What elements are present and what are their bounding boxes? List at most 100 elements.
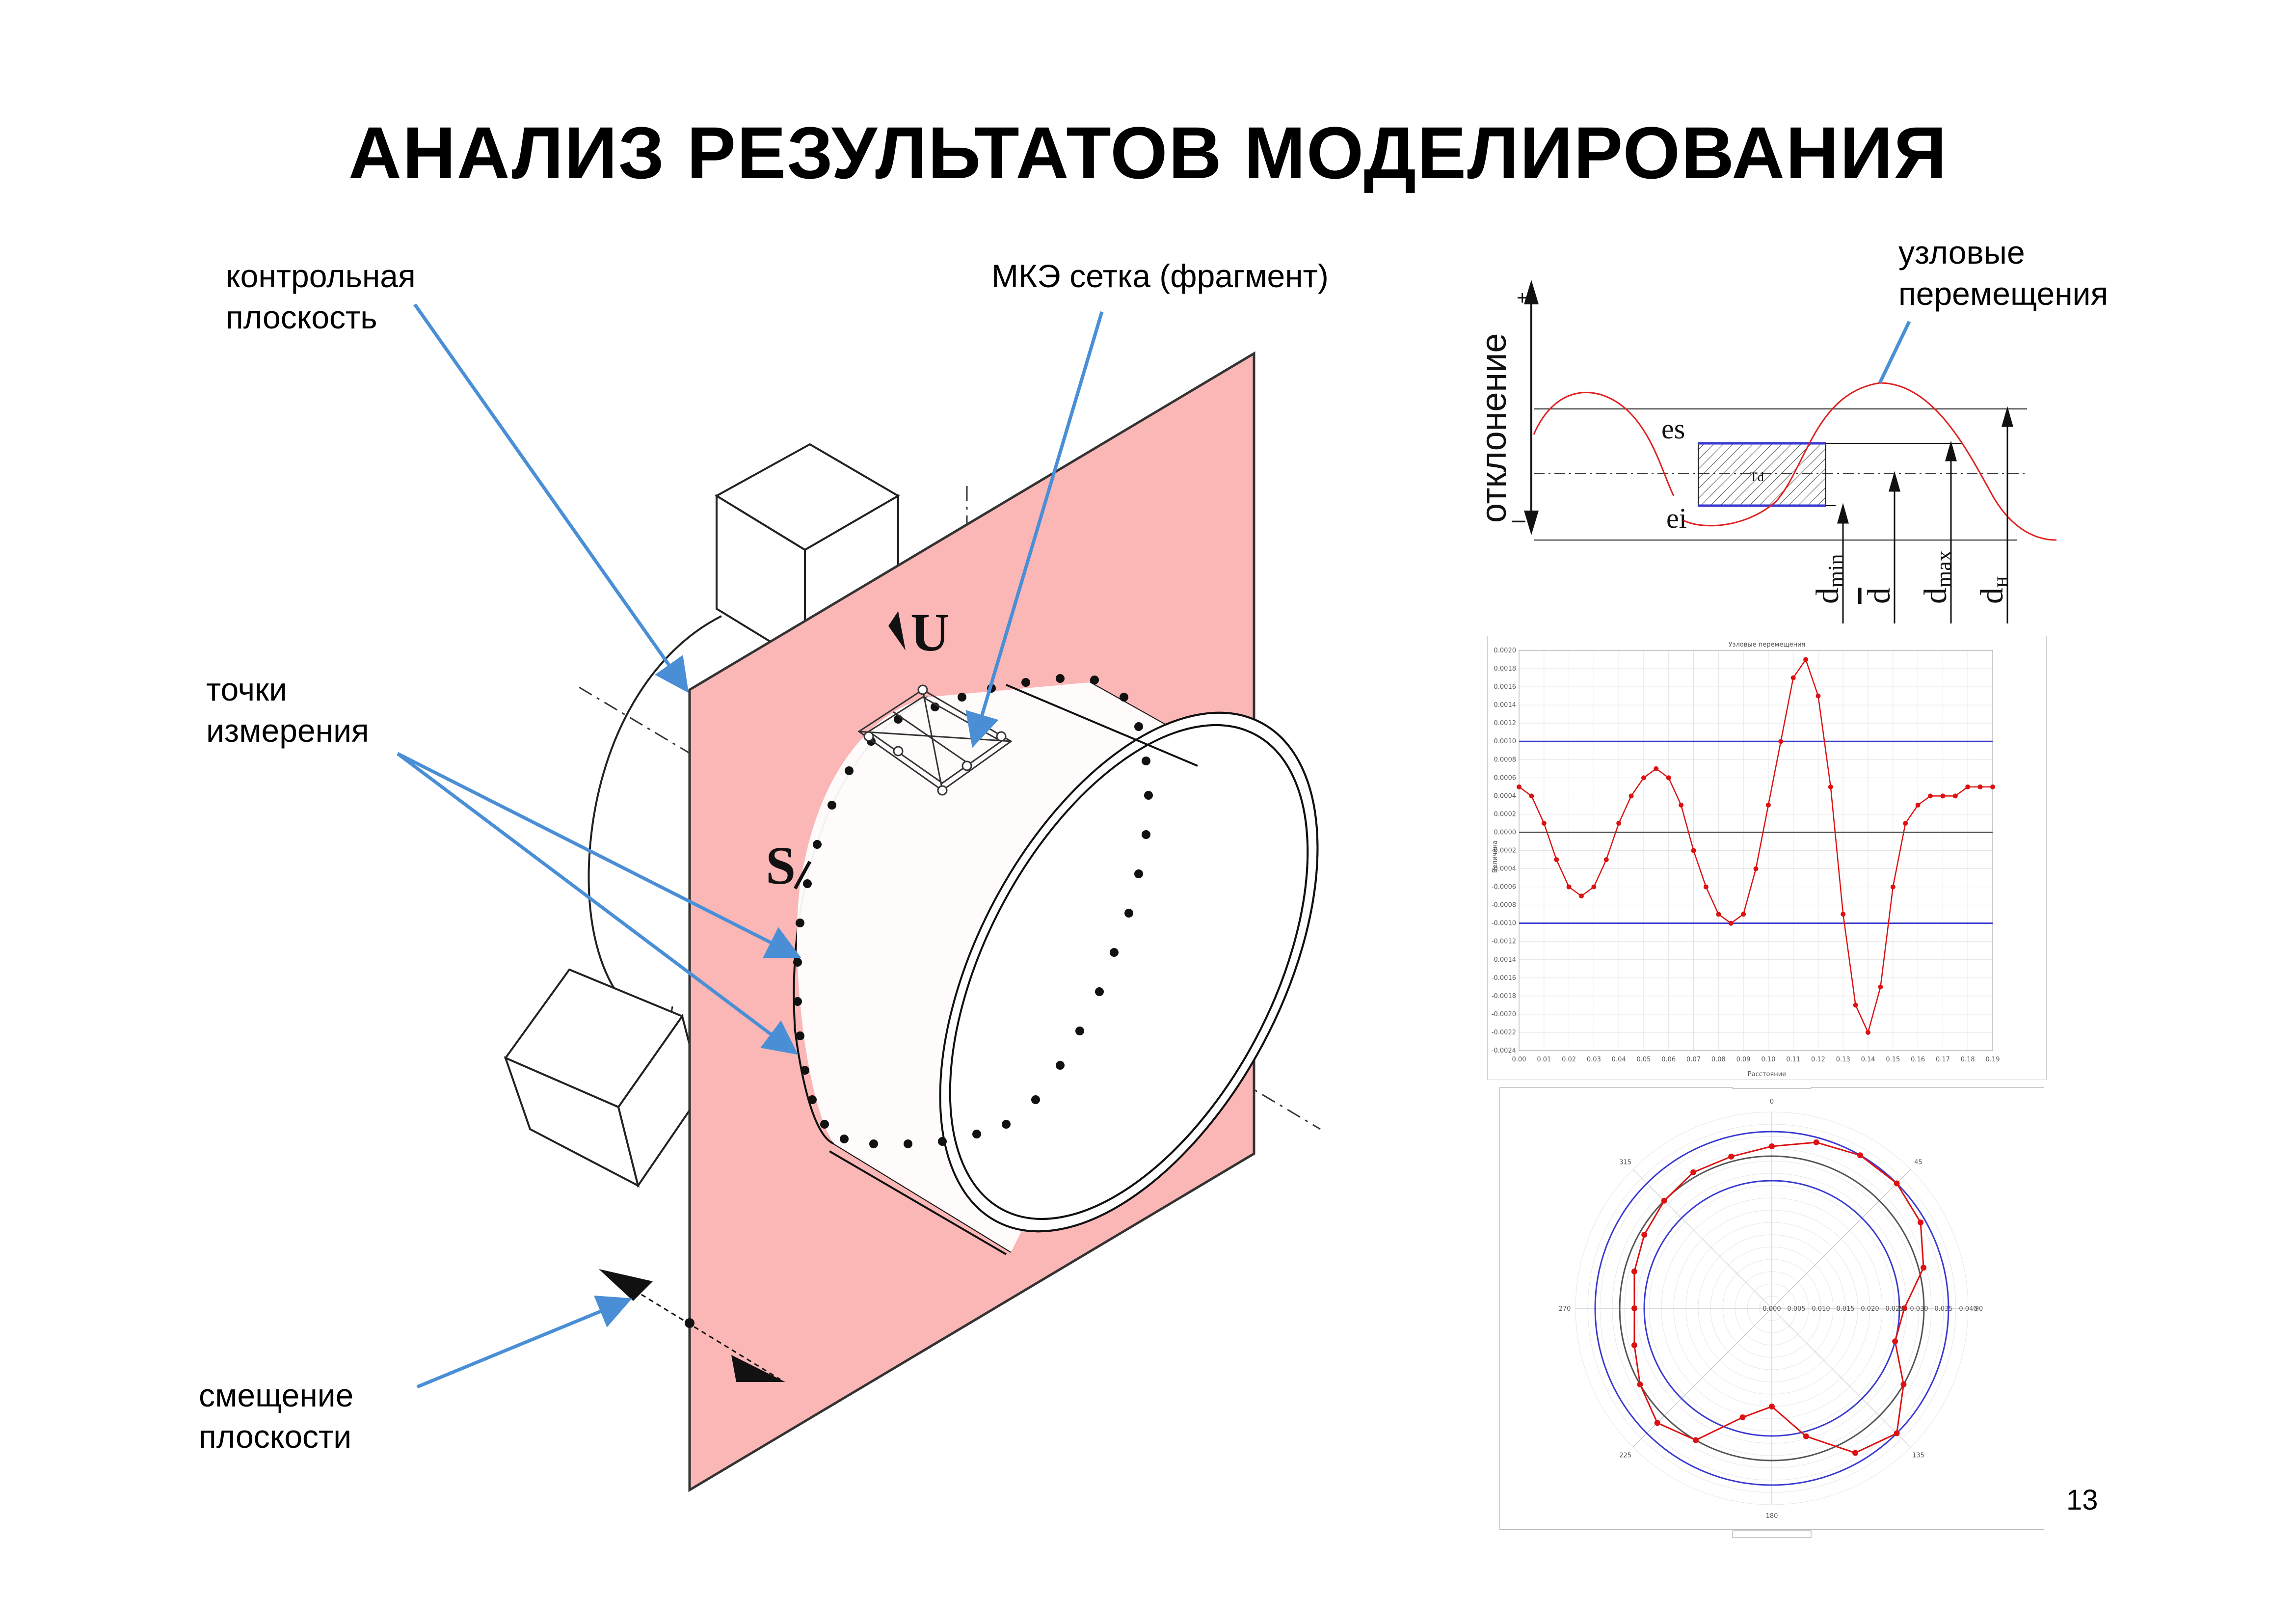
polar-angle-label: 270 — [1559, 1305, 1571, 1313]
polar-radial-tick: 0.015 — [1836, 1305, 1854, 1313]
polar-radial-tick: 0.040 — [1959, 1305, 1977, 1313]
label-plane-shift: смещение плоскости — [199, 1375, 353, 1457]
leader-fem-mesh — [965, 311, 1104, 748]
polar-point — [1693, 1437, 1699, 1443]
line-chart-ytick: 0.0008 — [1494, 756, 1517, 763]
line-chart-point — [1666, 775, 1671, 781]
line-chart-point — [1517, 784, 1522, 789]
line-chart-ytick: -0.0014 — [1492, 956, 1516, 964]
line-chart-ytick: 0.0016 — [1494, 683, 1517, 691]
label-nodal-line1: узловые — [1898, 234, 2025, 271]
line-chart-point — [1616, 820, 1622, 826]
line-chart-ytick: 0.0010 — [1494, 738, 1517, 745]
line-chart-title: Узловые перемещения — [1729, 641, 1806, 649]
line-chart-xtick: 0.04 — [1612, 1056, 1626, 1063]
line-chart-point — [1591, 884, 1597, 890]
line-chart-xtick: 0.10 — [1761, 1056, 1775, 1063]
line-chart-point — [1928, 793, 1933, 799]
line-chart-point — [1679, 802, 1684, 808]
leader-measure-point-1 — [397, 752, 801, 958]
label-measure-points-line1: точки — [206, 671, 287, 707]
polar-radial-tick: 0.010 — [1812, 1305, 1830, 1313]
line-chart-xtick: 0.15 — [1886, 1056, 1900, 1063]
line-chart-xlabel: Расстояние — [1748, 1071, 1786, 1078]
polar-angle-label: 45 — [1914, 1159, 1922, 1166]
line-chart-point — [1554, 857, 1559, 863]
line-chart-xtick: 0.17 — [1936, 1056, 1950, 1063]
polar-point — [1637, 1381, 1643, 1387]
line-chart-point — [1728, 920, 1734, 926]
polar-legend-top — [1732, 1087, 1812, 1089]
line-chart-xtick: 0.01 — [1537, 1056, 1551, 1063]
leader-measure-point-2 — [396, 752, 799, 1055]
polar-point — [1769, 1404, 1775, 1409]
line-chart-ytick: -0.0020 — [1492, 1011, 1516, 1018]
polar-point — [1813, 1139, 1819, 1145]
polar-radial-tick: 0.035 — [1934, 1305, 1952, 1313]
line-chart-point — [1753, 866, 1759, 871]
line-chart-ytick: -0.0022 — [1492, 1029, 1516, 1036]
page-number: 13 — [2066, 1484, 2098, 1516]
line-chart-ytick: 0.0020 — [1494, 647, 1517, 654]
label-measure-points-line2: измерения — [206, 712, 369, 749]
line-chart-ytick: -0.0008 — [1492, 902, 1516, 909]
line-chart-point — [1828, 784, 1833, 789]
line-chart-point — [1603, 857, 1609, 863]
polar-angle-label: 90 — [1975, 1305, 1983, 1313]
polar-angle-label: 225 — [1619, 1452, 1631, 1459]
polar-point — [1894, 1430, 1900, 1436]
fem-mesh-fragment — [857, 684, 1013, 796]
polar-radial-tick: 0.000 — [1762, 1305, 1781, 1313]
line-chart-ytick: -0.0004 — [1492, 866, 1516, 873]
line-chart-point — [1977, 784, 1983, 789]
line-chart-xtick: 0.18 — [1961, 1056, 1975, 1063]
polar-reference-circle — [1643, 1180, 1900, 1437]
line-chart-ytick: 0.0012 — [1494, 720, 1517, 727]
line-chart-point — [1529, 793, 1534, 799]
line-chart-point — [1654, 766, 1659, 771]
label-nodal-line2: перемещения — [1898, 275, 2109, 312]
line-chart-xtick: 0.05 — [1636, 1056, 1651, 1063]
leader-plane-shift — [416, 1295, 632, 1389]
line-chart-ytick: 0.0004 — [1494, 792, 1517, 800]
line-chart-point — [1765, 802, 1771, 808]
line-chart-point — [1803, 657, 1809, 662]
polar-angle-label: 135 — [1912, 1452, 1924, 1459]
line-chart-xtick: 0.00 — [1512, 1056, 1526, 1063]
line-chart-ytick: 0.0002 — [1494, 811, 1517, 818]
label-control-plane: контрольная плоскость — [226, 255, 416, 338]
measure-points-ring — [793, 674, 1153, 1148]
cylinder-face — [797, 682, 1252, 1252]
line-chart-ytick: 0.0014 — [1494, 702, 1517, 709]
line-chart-point — [1566, 884, 1572, 890]
polar-point — [1739, 1414, 1746, 1421]
polar-point — [1918, 1219, 1924, 1225]
line-chart-ytick: -0.0024 — [1492, 1047, 1516, 1055]
letter-u: U — [910, 602, 949, 662]
line-chart-point — [1890, 884, 1896, 890]
line-chart-point — [1691, 848, 1696, 853]
letter-s: S — [766, 836, 796, 895]
polar-point — [1654, 1420, 1660, 1426]
polar-grid-spoke — [1632, 1169, 1772, 1309]
slide-title: АНАЛИЗ РЕЗУЛЬТАТОВ МОДЕЛИРОВАНИЯ — [348, 111, 1948, 194]
line-chart-point — [1853, 1002, 1858, 1008]
line-chart-point — [1915, 802, 1921, 808]
line-chart-point — [1878, 984, 1883, 990]
polar-point — [1857, 1152, 1863, 1159]
polar-point — [1803, 1433, 1809, 1439]
line-chart-point — [1940, 793, 1946, 799]
line-chart-ytick: -0.0018 — [1492, 993, 1516, 1000]
line-chart-ytick: -0.0006 — [1492, 884, 1516, 891]
line-chart-point — [1703, 884, 1709, 890]
leader-control-plane — [413, 303, 689, 693]
polar-radial-tick: 0.005 — [1787, 1305, 1805, 1313]
line-chart-xtick: 0.07 — [1686, 1056, 1701, 1063]
polar-angle-label: 315 — [1619, 1159, 1631, 1166]
polar-angle-label: 180 — [1766, 1513, 1778, 1520]
polar-radial-tick: 0.020 — [1861, 1305, 1879, 1313]
label-plane-shift-line1: смещение — [199, 1377, 354, 1413]
line-chart-xtick: 0.14 — [1861, 1056, 1875, 1063]
line-chart-ytick: -0.0010 — [1492, 920, 1516, 927]
